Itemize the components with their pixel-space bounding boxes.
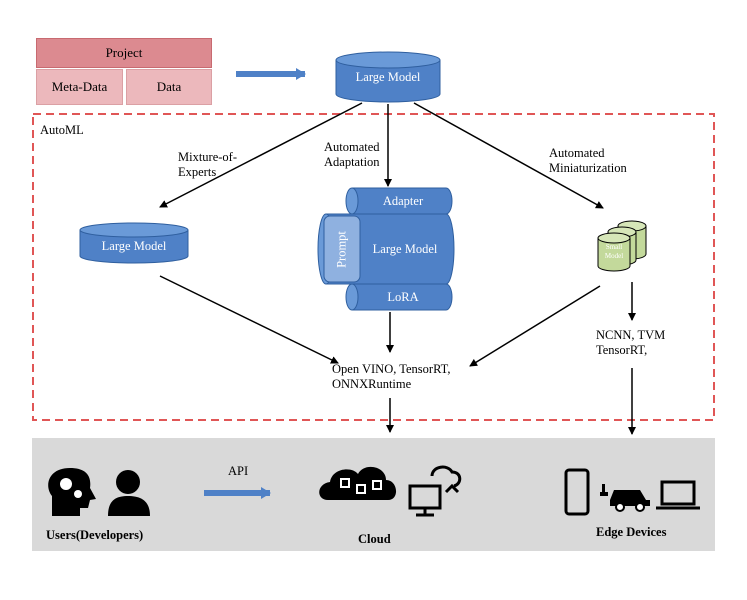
ev-car-icon bbox=[600, 484, 650, 512]
moe-label: Mixture-of- Experts bbox=[178, 150, 237, 180]
automl-label: AutoML bbox=[40, 123, 84, 137]
adaptation-line1: Automated bbox=[324, 140, 380, 154]
left-model-label: Large Model bbox=[101, 239, 167, 253]
project-title-box: Project bbox=[36, 38, 212, 68]
prompt-label: Prompt bbox=[334, 231, 349, 268]
laptop-icon bbox=[656, 480, 700, 510]
project-data-label: Data bbox=[156, 79, 182, 94]
project-meta-label: Meta-Data bbox=[51, 79, 108, 94]
phone-icon bbox=[564, 468, 590, 516]
runtimes-label: Open VINO, TensorRT, ONNXRuntime bbox=[332, 362, 451, 392]
automl-dashed-border bbox=[32, 113, 715, 421]
mini-line2: Miniaturization bbox=[549, 161, 627, 175]
head-gears-icon bbox=[48, 468, 96, 516]
cloud-chips-icon bbox=[319, 466, 397, 500]
small-model-label: Small Model bbox=[598, 243, 630, 261]
center-model-label: Large Model bbox=[372, 242, 438, 256]
adapted-model-group bbox=[317, 187, 455, 311]
edge-runtimes-label: NCNN, TVM TensorRT, bbox=[596, 328, 665, 358]
small-model-line1: Small bbox=[605, 243, 623, 251]
top-large-model-cylinder bbox=[335, 51, 441, 103]
cloud-sync-monitor-icon bbox=[408, 465, 462, 517]
mini-label: Automated Miniaturization bbox=[549, 146, 627, 176]
adaptation-line2: Adaptation bbox=[324, 155, 380, 169]
small-model-stack bbox=[597, 220, 647, 272]
moe-line2: Experts bbox=[178, 165, 217, 179]
users-label: Users(Developers) bbox=[46, 528, 144, 542]
small-model-line2: Model bbox=[604, 252, 624, 260]
edge-runtimes-line1: NCNN, TVM bbox=[596, 328, 666, 342]
api-label: API bbox=[228, 464, 249, 478]
arrow-left-to-runtime bbox=[159, 275, 339, 364]
lora-label: LoRA bbox=[387, 290, 419, 304]
adapter-label: Adapter bbox=[382, 194, 424, 208]
arrow-to-moe bbox=[159, 102, 363, 208]
edge-devices-label: Edge Devices bbox=[596, 525, 667, 539]
moe-line1: Mixture-of- bbox=[178, 150, 238, 164]
left-large-model-cylinder bbox=[79, 222, 189, 264]
cloud-label: Cloud bbox=[358, 532, 391, 546]
adaptation-label: Automated Adaptation bbox=[324, 140, 380, 170]
person-icon bbox=[108, 470, 150, 516]
top-model-label: Large Model bbox=[355, 70, 421, 84]
arrow-small-to-runtime bbox=[469, 285, 601, 367]
runtimes-line2: ONNXRuntime bbox=[332, 377, 412, 391]
project-title: Project bbox=[105, 45, 143, 60]
project-data-box: Data bbox=[126, 69, 212, 105]
mini-line1: Automated bbox=[549, 146, 605, 160]
project-meta-box: Meta-Data bbox=[36, 69, 123, 105]
arrow-to-mini bbox=[413, 102, 604, 209]
edge-runtimes-line2: TensorRT, bbox=[596, 343, 648, 357]
runtimes-line1: Open VINO, TensorRT, bbox=[332, 362, 451, 376]
